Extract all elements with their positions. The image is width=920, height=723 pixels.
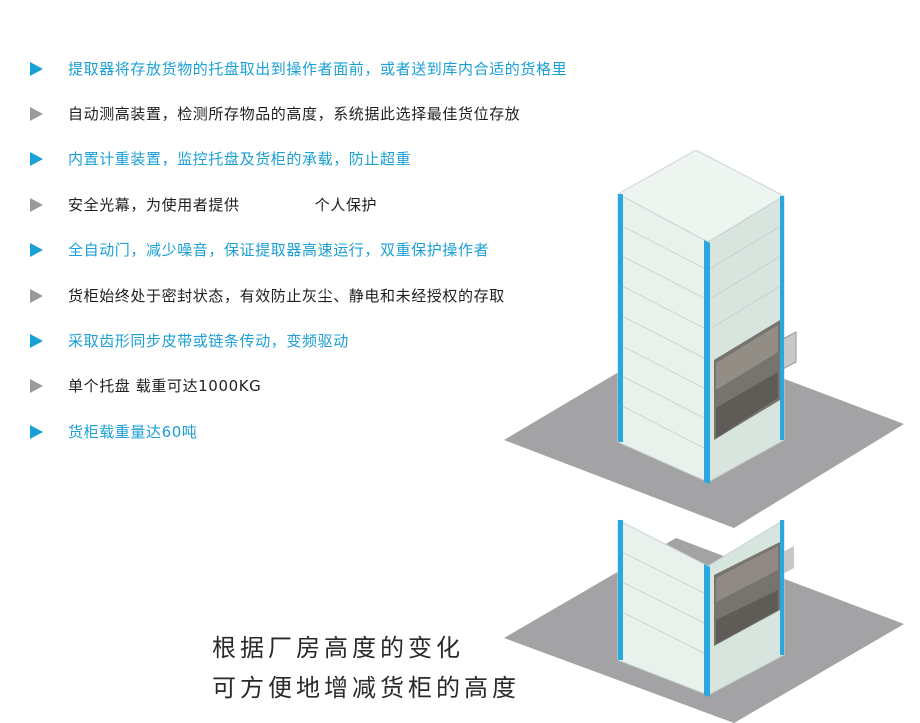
arrow-bullet-icon [30, 289, 43, 303]
arrow-bullet-icon [30, 379, 43, 393]
arrow-bullet-icon [30, 198, 43, 212]
arrow-bullet-icon [30, 62, 43, 76]
feature-text: 采取齿形同步皮带或链条传动，变频驱动 [68, 332, 349, 350]
feature-text: 单个托盘 载重可达1000KG [68, 377, 262, 395]
tagline: 根据厂房高度的变化 可方便地增减货柜的高度 [212, 628, 520, 708]
feature-text: 内置计重装置，监控托盘及货柜的承载，防止超重 [68, 150, 412, 168]
feature-text: 安全光幕，为使用者提供 个人保护 [68, 196, 378, 214]
feature-text: 提取器将存放货物的托盘取出到操作者面前，或者送到库内合适的货格里 [68, 60, 568, 78]
arrow-bullet-icon [30, 334, 43, 348]
vertical-lift-module-illustration [504, 150, 904, 723]
arrow-bullet-icon [30, 425, 43, 439]
arrow-bullet-icon [30, 107, 43, 121]
feature-text: 货柜始终处于密封状态，有效防止灰尘、静电和未经授权的存取 [68, 287, 505, 305]
tagline-line-1: 根据厂房高度的变化 [212, 634, 464, 662]
upper-cabinet-section [616, 150, 797, 484]
feature-text: 自动测高装置，检测所存物品的高度，系统据此选择最佳货位存放 [68, 105, 521, 123]
arrow-bullet-icon [30, 152, 43, 166]
lower-cabinet-section [617, 519, 794, 697]
feature-text: 全自动门，减少噪音，保证提取器高速运行，双重保护操作者 [68, 241, 490, 259]
tagline-line-2: 可方便地增减货柜的高度 [212, 674, 520, 702]
arrow-bullet-icon [30, 243, 43, 257]
feature-text: 货柜载重量达60吨 [68, 423, 198, 441]
